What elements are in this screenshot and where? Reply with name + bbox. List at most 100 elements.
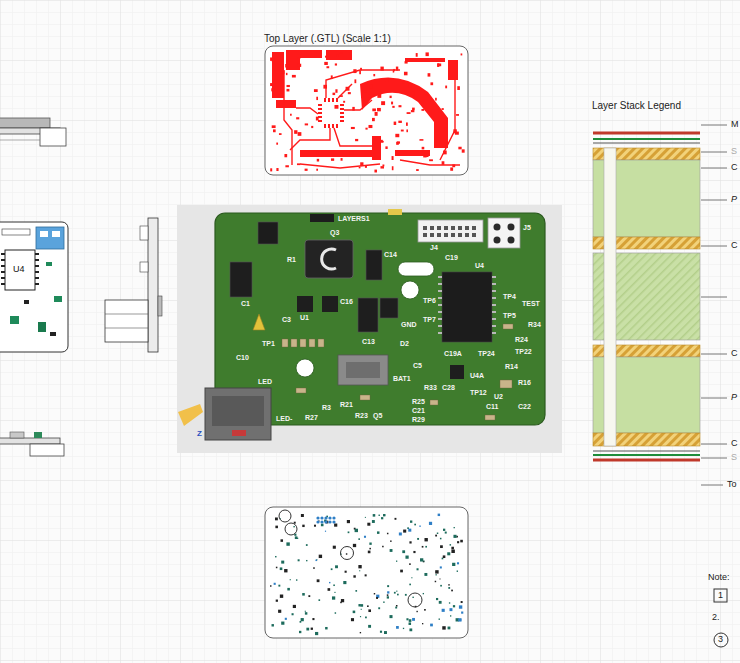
copper-pad — [305, 169, 308, 171]
bottom-pad — [409, 619, 412, 622]
bottom-pad — [360, 632, 361, 633]
copper-pad — [392, 166, 394, 170]
bottom-pad — [332, 596, 335, 599]
bottom-pad — [447, 552, 450, 555]
bottom-pad — [439, 601, 442, 604]
layer-stack — [593, 125, 727, 485]
bottom-layer-panel — [265, 507, 468, 638]
bottom-pad — [402, 550, 405, 553]
bottom-pad — [449, 608, 452, 611]
copper-pad — [368, 95, 370, 98]
bottom-pad — [457, 570, 458, 571]
bottom-pad — [396, 626, 399, 629]
note-text: Note: — [708, 573, 730, 582]
copper-pad — [363, 91, 367, 93]
bottom-pad — [451, 590, 453, 592]
designator: C14 — [384, 251, 397, 258]
bottom-pad — [347, 520, 350, 523]
bottom-pad — [280, 567, 283, 570]
copper-pad — [324, 62, 328, 65]
bottom-pad — [367, 523, 370, 526]
copper-pad — [375, 112, 378, 116]
designator: R34 — [528, 321, 541, 328]
designator: C11 — [486, 403, 498, 410]
layer-label: P — [731, 393, 737, 402]
copper-pad — [359, 167, 361, 169]
bottom-pad — [396, 591, 397, 592]
bottom-pad — [281, 561, 284, 564]
bottom-pad — [280, 595, 283, 598]
bottom-pad — [387, 533, 388, 534]
bottom-pad — [305, 612, 307, 614]
designator: C5 — [413, 362, 422, 369]
bottom-pad — [373, 514, 376, 517]
bottom-pad — [439, 578, 440, 579]
copper-pad — [331, 75, 333, 79]
copper-pad — [325, 56, 327, 58]
bottom-pad — [316, 559, 317, 560]
copper-pad — [416, 169, 419, 171]
copper-pad — [380, 67, 383, 71]
copper-pad — [403, 81, 406, 83]
note-text: 1 — [718, 591, 723, 600]
copper-pad — [421, 109, 424, 111]
bottom-pad — [287, 588, 290, 591]
view-panel: Layer Stack Legend — [592, 100, 732, 462]
bottom-pad — [461, 612, 463, 614]
bottom-pad — [368, 551, 371, 554]
copper-pad — [348, 92, 351, 94]
designator: U2 — [494, 393, 503, 400]
copper-pad — [381, 140, 383, 143]
side-view-vertical — [105, 218, 162, 352]
bottom-pad — [335, 565, 338, 568]
bottom-pad — [449, 602, 450, 603]
copper-pad — [331, 158, 334, 160]
designator: TP12 — [470, 389, 487, 396]
bottom-pad — [440, 538, 442, 540]
copper-pad — [458, 147, 461, 150]
copper-pad — [385, 146, 387, 149]
designator: U4A — [470, 372, 484, 379]
bottom-pad — [351, 618, 354, 621]
bottom-pad — [422, 623, 423, 624]
bottom-pad — [360, 616, 361, 617]
bottom-pad — [315, 632, 318, 635]
bottom-pad — [452, 563, 455, 566]
bottom-pad — [355, 529, 358, 532]
copper-pad — [316, 117, 319, 121]
copper-pad — [457, 86, 460, 90]
bottom-pad — [378, 515, 379, 516]
bottom-pad — [448, 584, 449, 585]
copper-pad — [392, 106, 394, 108]
copper-pad — [397, 141, 400, 143]
bottom-holes — [279, 510, 422, 607]
designator: D2 — [400, 340, 409, 347]
layer-label: M — [731, 120, 739, 129]
bottom-pad — [409, 628, 412, 631]
copper-pad — [416, 53, 418, 57]
bottom-pad — [331, 568, 333, 570]
note-text: 3 — [718, 635, 723, 644]
note-text: 2. — [712, 613, 720, 622]
copper-pad — [443, 151, 447, 155]
bottom-pad — [276, 567, 278, 569]
side-view-top — [0, 118, 66, 146]
copper-pad — [406, 129, 408, 132]
bottom-pad — [374, 593, 375, 594]
bottom-pad — [429, 522, 432, 525]
bottom-pad — [416, 611, 417, 612]
bottom-pad — [420, 558, 423, 561]
copper-pad — [381, 101, 385, 105]
bottom-pad — [334, 524, 337, 527]
copper-pad — [442, 161, 445, 165]
designator: J5 — [523, 224, 531, 231]
copper-pad — [373, 74, 375, 76]
bottom-pad — [453, 535, 456, 538]
bottom-pad — [436, 598, 438, 600]
bottom-pad — [317, 579, 320, 582]
bottom-pad — [361, 604, 364, 607]
bottom-pad — [409, 563, 411, 565]
bottom-pad — [406, 618, 408, 620]
designator: C28 — [442, 384, 455, 391]
view-heading: Top Layer (.GTL) (Scale 1:1) — [264, 33, 470, 44]
